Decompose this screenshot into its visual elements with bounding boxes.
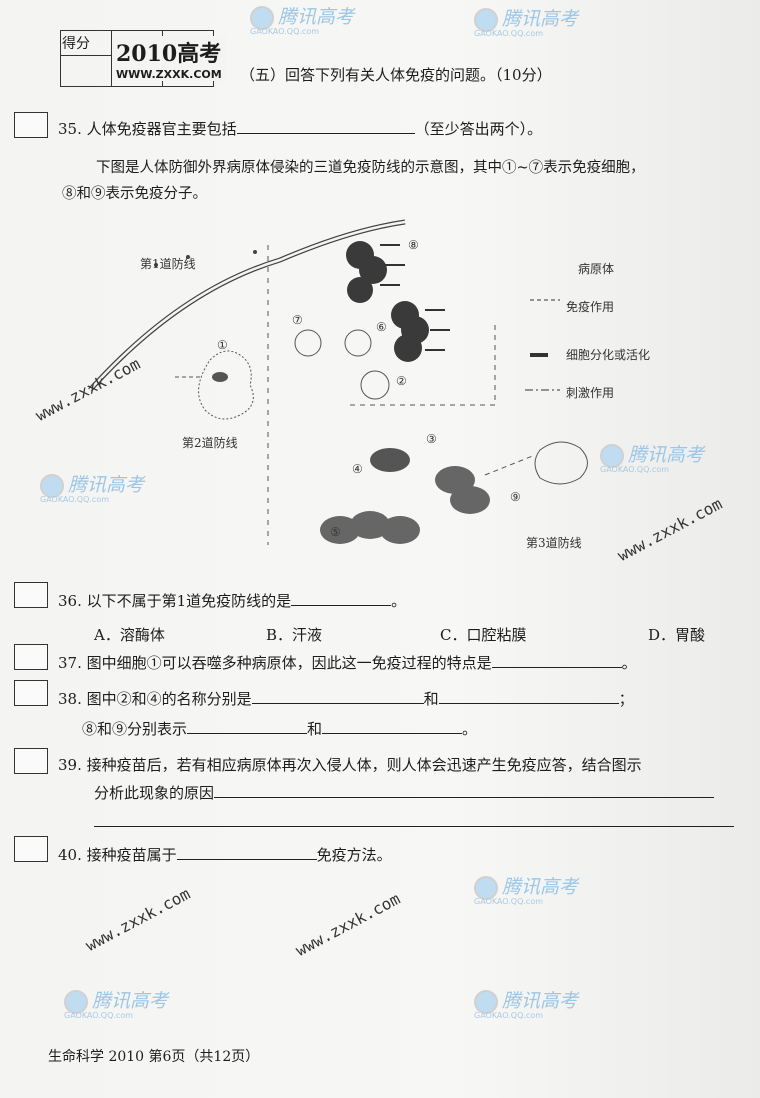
- num-5: ⑤: [330, 525, 341, 539]
- watermark-url: GAOKAO.QQ.com: [250, 26, 320, 36]
- brand-logo-icon: [474, 875, 498, 900]
- watermark-url: GAOKAO.QQ.com: [474, 1010, 544, 1020]
- label-second-line: 第2道防线: [182, 436, 238, 450]
- num-7: ⑦: [292, 313, 303, 327]
- section-title: （五）回答下列有关人体免疫的问题。（10分）: [240, 66, 552, 84]
- immune-diagram: [88, 219, 588, 545]
- q36-option-d[interactable]: D．胃酸: [648, 626, 706, 644]
- question-36: 36. 以下不属于第1道免疫防线的是 。: [58, 590, 406, 611]
- num-1: ①: [217, 338, 228, 352]
- watermark-url: GAOKAO.QQ.com: [474, 896, 544, 906]
- label-pathogen: 病原体: [578, 262, 615, 276]
- brand-logo-icon: [64, 989, 88, 1014]
- watermark-text: 腾讯高考: [68, 474, 145, 496]
- question-38: 38. 图中②和④的名称分别是 和 ；: [58, 688, 634, 709]
- q35-suffix: （至少答出两个）。: [414, 120, 543, 138]
- watermark-url: GAOKAO.QQ.com: [600, 464, 670, 474]
- q39-line2-text: 分析此现象的原因: [94, 784, 215, 802]
- label-first-line: 第1道防线: [140, 257, 196, 271]
- score-box-39[interactable]: [14, 748, 48, 774]
- logo-url: WWW.ZXXK.COM: [116, 68, 222, 81]
- q38-blank-2[interactable]: [438, 689, 619, 704]
- q36-text: 36. 以下不属于第1道免疫防线的是: [58, 592, 292, 610]
- legend-immune-effect: 免疫作用: [566, 300, 615, 314]
- q40-answer-blank[interactable]: [176, 845, 317, 860]
- watermark-url: GAOKAO.QQ.com: [40, 494, 110, 504]
- watermark-text: 腾讯高考: [92, 990, 169, 1012]
- legend-differentiation: 细胞分化或活化: [566, 348, 651, 362]
- watermark-site: www.zxxk.com: [292, 888, 404, 961]
- watermark-text: 腾讯高考: [502, 876, 579, 898]
- score-box-40[interactable]: [14, 836, 48, 862]
- legend-stimulation: 刺激作用: [566, 386, 615, 400]
- q36-suffix: 。: [391, 592, 407, 610]
- q37-text: 37. 图中细胞①可以吞噬多种病原体，因此这一免疫过程的特点是: [58, 654, 492, 672]
- watermark-site: www.zxxk.com: [82, 883, 194, 956]
- question-39: 39. 接种疫苗后，若有相应病原体再次入侵人体，则人体会迅速产生免疫应答，结合图…: [58, 756, 642, 774]
- question-40: 40. 接种疫苗属于 免疫方法。: [58, 844, 392, 865]
- score-box-37[interactable]: [14, 644, 48, 670]
- q38-line2-text: ⑧和⑨分别表示: [82, 720, 188, 738]
- brand-logo-icon: [474, 989, 498, 1014]
- num-9: ⑨: [510, 490, 521, 504]
- question-39-line2: 分析此现象的原因: [94, 782, 715, 803]
- num-3: ③: [426, 432, 437, 446]
- score-label: 得分: [60, 30, 112, 56]
- brand-logo-icon: [600, 443, 624, 468]
- q38-blank-1[interactable]: [251, 689, 424, 704]
- q36-option-b[interactable]: B．汗液: [266, 626, 323, 644]
- q38-and: 和: [423, 690, 439, 708]
- brand-logo-icon: [474, 7, 498, 32]
- logo: 2010高考 WWW.ZXXK.COM: [112, 36, 226, 81]
- page-footer: 生命科学 2010 第6页（共12页）: [48, 1049, 260, 1065]
- q36-option-c[interactable]: C．口腔粘膜: [440, 626, 527, 644]
- q38-end: 。: [462, 720, 478, 738]
- brand-logo-icon: [40, 473, 64, 498]
- num-4: ④: [352, 462, 363, 476]
- q38-semi: ；: [618, 690, 634, 708]
- num-2: ②: [396, 374, 407, 388]
- score-box-35[interactable]: [14, 112, 48, 138]
- brand-logo-icon: [250, 5, 274, 30]
- q38-blank-3[interactable]: [187, 719, 308, 734]
- question-37: 37. 图中细胞①可以吞噬多种病原体，因此这一免疫过程的特点是 。: [58, 652, 637, 673]
- watermark-text: 腾讯高考: [278, 6, 355, 28]
- q35-answer-blank[interactable]: [236, 119, 415, 134]
- q38-and2: 和: [307, 720, 323, 738]
- question-38-line2: ⑧和⑨分别表示 和 。: [82, 718, 477, 739]
- q40-text: 40. 接种疫苗属于: [58, 846, 177, 864]
- label-third-line: 第3道防线: [526, 536, 582, 550]
- q39-blank-2[interactable]: [94, 812, 734, 827]
- q38-text: 38. 图中②和④的名称分别是: [58, 690, 252, 708]
- num-8: ⑧: [408, 238, 419, 252]
- score-box-36[interactable]: [14, 582, 48, 608]
- logo-title: 2010高考: [116, 41, 222, 67]
- watermark-text: 腾讯高考: [502, 990, 579, 1012]
- q40-suffix: 免疫方法。: [316, 846, 392, 864]
- watermark-text: 腾讯高考: [502, 8, 579, 30]
- q37-suffix: 。: [621, 654, 637, 672]
- watermark-url: GAOKAO.QQ.com: [64, 1010, 134, 1020]
- watermark-url: GAOKAO.QQ.com: [474, 28, 544, 38]
- q35-text: 35. 人体免疫器官主要包括: [58, 120, 237, 138]
- q38-blank-4[interactable]: [322, 719, 463, 734]
- intro-line-1: 下图是人体防御外界病原体侵染的三道免疫防线的示意图，其中①~⑦表示免疫细胞，: [96, 160, 645, 176]
- watermark-text: 腾讯高考: [628, 444, 705, 466]
- q36-answer-blank[interactable]: [291, 591, 392, 606]
- intro-line-2: ⑧和⑨表示免疫分子。: [62, 186, 207, 202]
- q37-answer-blank[interactable]: [491, 653, 622, 668]
- q39-blank-1[interactable]: [214, 783, 715, 798]
- question-35: 35. 人体免疫器官主要包括 （至少答出两个）。: [58, 118, 542, 139]
- score-box-38[interactable]: [14, 680, 48, 706]
- q36-option-a[interactable]: A．溶酶体: [94, 626, 165, 644]
- num-6: ⑥: [376, 320, 387, 334]
